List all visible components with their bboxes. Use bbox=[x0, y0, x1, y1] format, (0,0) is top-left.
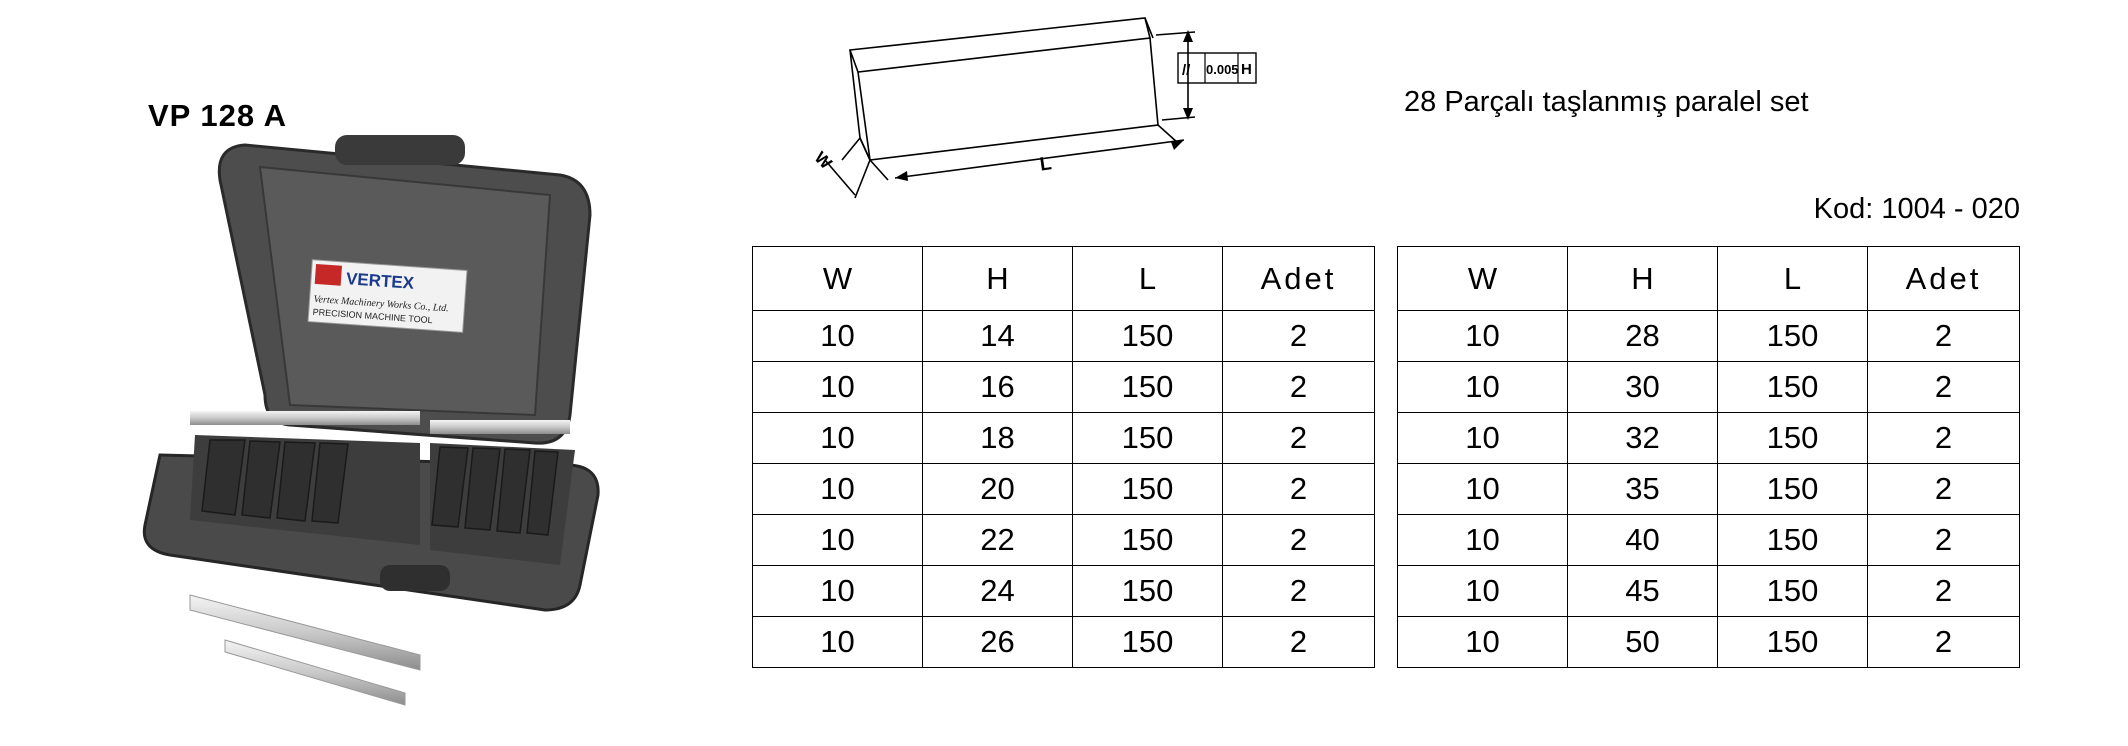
cell-l: 150 bbox=[1072, 514, 1223, 566]
cell-w: 10 bbox=[1397, 310, 1568, 362]
cell-w: 10 bbox=[1397, 361, 1568, 413]
cell-adet: 2 bbox=[1222, 463, 1375, 515]
tolerance-ref: H bbox=[1241, 61, 1252, 78]
cell-adet: 2 bbox=[1867, 616, 2020, 668]
header-h: H bbox=[1567, 246, 1718, 311]
cell-h: 35 bbox=[1567, 463, 1718, 515]
cell-h: 26 bbox=[922, 616, 1073, 668]
cell-h: 45 bbox=[1567, 565, 1718, 617]
cell-h: 16 bbox=[922, 361, 1073, 413]
cell-h: 50 bbox=[1567, 616, 1718, 668]
table-header-row: W H L Adet bbox=[752, 246, 1375, 311]
cell-w: 10 bbox=[1397, 565, 1568, 617]
cell-adet: 2 bbox=[1867, 565, 2020, 617]
cell-l: 150 bbox=[1072, 616, 1223, 668]
cell-w: 10 bbox=[752, 565, 923, 617]
cell-adet: 2 bbox=[1222, 514, 1375, 566]
cell-l: 150 bbox=[1072, 412, 1223, 464]
cell-l: 150 bbox=[1072, 565, 1223, 617]
cell-h: 18 bbox=[922, 412, 1073, 464]
tolerance-value: 0.005 bbox=[1206, 62, 1239, 77]
cell-w: 10 bbox=[752, 463, 923, 515]
tolerance-symbol: // bbox=[1182, 62, 1191, 79]
model-title: VP 128 A bbox=[148, 98, 287, 133]
cell-h: 30 bbox=[1567, 361, 1718, 413]
cell-l: 150 bbox=[1717, 616, 1868, 668]
cell-h: 28 bbox=[1567, 310, 1718, 362]
cell-adet: 2 bbox=[1867, 310, 2020, 362]
cell-adet: 2 bbox=[1867, 412, 2020, 464]
cell-w: 10 bbox=[1397, 616, 1568, 668]
parallel-bar-drawing: W L // 0.005 H bbox=[811, 17, 1257, 199]
cell-adet: 2 bbox=[1867, 463, 2020, 515]
cell-l: 150 bbox=[1072, 361, 1223, 413]
cell-l: 150 bbox=[1717, 412, 1868, 464]
cell-h: 22 bbox=[922, 514, 1073, 566]
cell-h: 24 bbox=[922, 565, 1073, 617]
label-l: L bbox=[1039, 153, 1054, 175]
cell-adet: 2 bbox=[1867, 514, 2020, 566]
cell-adet: 2 bbox=[1222, 565, 1375, 617]
cell-h: 40 bbox=[1567, 514, 1718, 566]
product-code: Kod: 1004 - 020 bbox=[1813, 193, 2020, 225]
header-h: H bbox=[922, 246, 1073, 311]
table-header-row: W H L Adet bbox=[1397, 246, 2020, 311]
cell-h: 14 bbox=[922, 310, 1073, 362]
header-adet: Adet bbox=[1867, 246, 2020, 311]
header-w: W bbox=[752, 246, 923, 311]
header-adet: Adet bbox=[1222, 246, 1375, 311]
brand-logo: VERTEX bbox=[345, 269, 415, 293]
cell-adet: 2 bbox=[1222, 361, 1375, 413]
cell-adet: 2 bbox=[1222, 412, 1375, 464]
cell-adet: 2 bbox=[1222, 616, 1375, 668]
cell-w: 10 bbox=[1397, 412, 1568, 464]
header-w: W bbox=[1397, 246, 1568, 311]
cell-adet: 2 bbox=[1222, 310, 1375, 362]
header-l: L bbox=[1072, 246, 1223, 311]
cell-w: 10 bbox=[1397, 463, 1568, 515]
cell-adet: 2 bbox=[1867, 361, 2020, 413]
cell-l: 150 bbox=[1717, 565, 1868, 617]
cell-l: 150 bbox=[1717, 514, 1868, 566]
cell-w: 10 bbox=[752, 412, 923, 464]
header-l: L bbox=[1717, 246, 1868, 311]
cell-h: 20 bbox=[922, 463, 1073, 515]
case-photo: VERTEX Vertex Machinery Works Co., Ltd. … bbox=[142, 135, 600, 706]
set-title: 28 Parçalı taşlanmış paralel set bbox=[1404, 86, 1809, 118]
cell-h: 32 bbox=[1567, 412, 1718, 464]
cell-w: 10 bbox=[752, 310, 923, 362]
cell-l: 150 bbox=[1717, 361, 1868, 413]
cell-w: 10 bbox=[752, 616, 923, 668]
cell-w: 10 bbox=[752, 361, 923, 413]
cell-l: 150 bbox=[1717, 463, 1868, 515]
cell-l: 150 bbox=[1072, 310, 1223, 362]
cell-l: 150 bbox=[1072, 463, 1223, 515]
cell-w: 10 bbox=[1397, 514, 1568, 566]
cell-w: 10 bbox=[752, 514, 923, 566]
cell-l: 150 bbox=[1717, 310, 1868, 362]
